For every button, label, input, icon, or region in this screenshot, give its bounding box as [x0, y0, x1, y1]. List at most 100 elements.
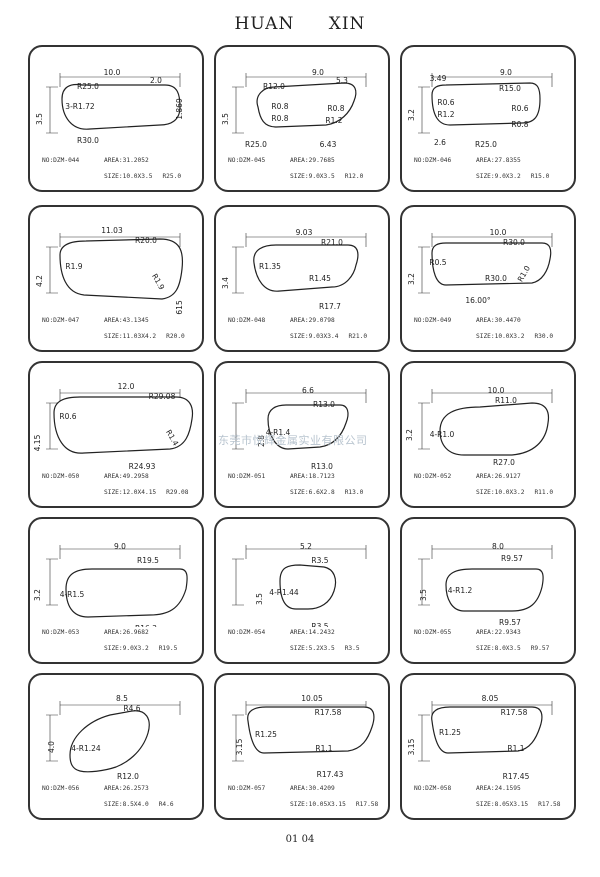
- dimension-label: R1.35: [259, 262, 281, 271]
- part-number: NO:DZM-046: [414, 157, 452, 164]
- dimension-label: R13.0: [313, 400, 335, 409]
- part-area: AREA:49.2958: [104, 473, 149, 480]
- profile-outline: [247, 706, 375, 754]
- dimension-label: R0.8: [327, 104, 344, 113]
- part-number: NO:DZM-053: [42, 629, 80, 636]
- dimension-label: R17.58: [315, 708, 342, 717]
- dimension-label: 3.2: [407, 273, 416, 285]
- shape-card: 9.0R19.53.24-R1.5R16.3NO:DZM-053AREA:26.…: [28, 517, 204, 664]
- part-radius: R11.0: [534, 489, 554, 496]
- part-size: SIZE:10.0X3.2: [476, 489, 525, 496]
- title-left: HUAN: [234, 14, 295, 34]
- part-area: AREA:43.1345: [104, 317, 149, 324]
- dimension-lines: [418, 389, 553, 450]
- part-number: NO:DZM-050: [42, 473, 80, 480]
- part-area: AREA:31.2052: [104, 157, 149, 164]
- dimension-label: R21.0: [321, 238, 343, 247]
- part-number: NO:DZM-057: [228, 785, 266, 792]
- dimension-label: 8.5: [116, 694, 128, 703]
- part-radius: R17.58: [538, 801, 561, 808]
- part-size: SIZE:5.2X3.5: [290, 645, 335, 652]
- dimension-label: 12.0: [118, 382, 135, 391]
- dimension-label: 6.6: [302, 386, 314, 395]
- profile-outline: [431, 706, 543, 754]
- dimension-label: R1.25: [255, 730, 277, 739]
- dimension-label: R1.45: [309, 274, 331, 283]
- part-area: AREA:24.1595: [476, 785, 521, 792]
- shape-card: 11.03R20.04.2R1.9R1.94.615R18.5NO:DZM-04…: [28, 205, 204, 352]
- dimension-label: R17.58: [501, 708, 528, 717]
- dimension-lines: [46, 545, 181, 606]
- dimension-label: R1.2: [437, 110, 454, 119]
- dimension-label: 4.15: [33, 434, 42, 451]
- dimension-label: 2.8: [257, 435, 266, 447]
- part-size: SIZE:9.03X3.4: [290, 333, 339, 340]
- part-radius: R12.0: [344, 173, 364, 180]
- dimension-label: 3.5: [419, 589, 428, 601]
- dimension-lines: [418, 701, 553, 762]
- dimension-label: R0.5: [429, 258, 446, 267]
- dimension-label: R19.5: [137, 556, 159, 565]
- profile-outline: [445, 568, 544, 612]
- document-title: HUAN XIN: [0, 14, 600, 34]
- dimension-label: 3.2: [405, 429, 414, 441]
- profile-outline: [59, 238, 184, 300]
- dimension-label: 16.00°: [465, 296, 490, 305]
- part-radius: R20.0: [166, 333, 185, 340]
- part-area: AREA:26.2573: [104, 785, 149, 792]
- part-size: SIZE:11.03X4.2: [104, 333, 157, 340]
- part-number: NO:DZM-054: [228, 629, 266, 636]
- dimension-label: 2.6: [434, 138, 446, 147]
- dimension-label: R25.0: [245, 140, 267, 149]
- part-number: NO:DZM-044: [42, 157, 80, 164]
- dimension-label: 4.615: [175, 300, 184, 315]
- profile-outline: [279, 564, 337, 610]
- dimension-label: 3.2: [33, 589, 42, 601]
- dimension-label: 3.49: [430, 74, 447, 83]
- dimension-label: 10.0: [488, 386, 505, 395]
- profile-outline: [431, 242, 552, 286]
- dimension-label: R1.2: [325, 116, 342, 125]
- card-info-line-1: NO:DZM-050 AREA:49.2958: [42, 473, 202, 480]
- part-radius: R21.0: [348, 333, 368, 340]
- dimension-label: R9.57: [501, 554, 523, 563]
- dimension-label: 3-R1.72: [65, 102, 95, 111]
- profile-outline: [439, 402, 550, 456]
- dimension-label: 4-R1.5: [60, 590, 85, 599]
- dimension-label: R0.6: [59, 412, 76, 421]
- dimension-label: 9.03: [296, 228, 313, 237]
- part-area: AREA:26.9127: [476, 473, 521, 480]
- dimension-label: R30.0: [77, 136, 99, 145]
- dimension-label: 8.05: [482, 694, 499, 703]
- dimension-lines: [232, 545, 367, 606]
- dimension-label: R13.0: [311, 462, 333, 471]
- profile-outline: [256, 82, 357, 128]
- dimension-lines: [232, 389, 367, 450]
- part-size: SIZE:8.0X3.5: [476, 645, 521, 652]
- part-radius: R3.5: [344, 645, 360, 652]
- dimension-lines: [418, 233, 553, 294]
- profile-outline: [61, 83, 181, 130]
- dimension-label: R0.6: [437, 98, 454, 107]
- part-radius: R17.58: [355, 801, 379, 808]
- profile-outline: [267, 404, 349, 450]
- dimension-label: 3.5: [255, 593, 264, 605]
- part-number: NO:DZM-048: [228, 317, 266, 324]
- dimension-label: R29.08: [149, 392, 176, 401]
- card-info-line-2: SIZE:11.03X4.2 R20.0: [42, 333, 202, 340]
